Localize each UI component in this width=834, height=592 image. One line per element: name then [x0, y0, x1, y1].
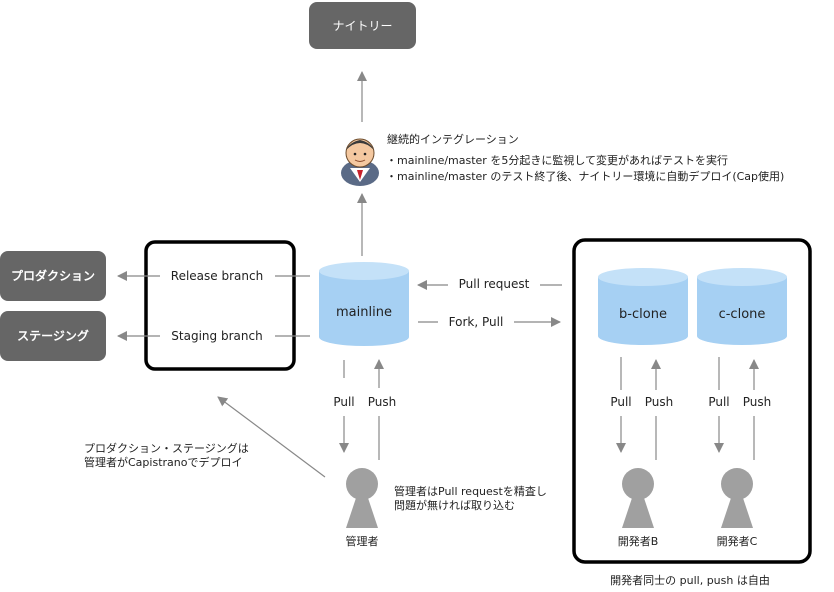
staging-node: ステージング: [0, 311, 106, 361]
staging-label: ステージング: [17, 328, 89, 343]
ci-line-1: ・mainline/master を5分起きに監視して変更があればテストを実行: [386, 153, 728, 167]
ci-line-2: ・mainline/master のテスト終了後、ナイトリー環境に自動デプロイ(…: [386, 169, 784, 183]
release-branch-label: Release branch: [171, 269, 263, 283]
pull-request-label: Pull request: [459, 277, 530, 291]
review-note-line-2: 問題が無ければ取り込む: [394, 498, 515, 512]
developer-container: [572, 238, 812, 564]
footer-note: 開発者同士の pull, push は自由: [610, 573, 770, 587]
person-icon: [346, 468, 378, 528]
deploy-note-line-1: プロダクション・ステージングは: [84, 441, 249, 455]
person-icon: [622, 468, 654, 528]
nightly-node: ナイトリー: [309, 2, 416, 49]
devc-pull-label: Pull: [708, 395, 729, 409]
person-icon: [721, 468, 753, 528]
admin-label: 管理者: [346, 534, 379, 548]
arrow-admin-deploy: [217, 396, 326, 478]
admin-pull-label: Pull: [333, 395, 354, 409]
staging-branch-label: Staging branch: [171, 329, 262, 343]
dev-b-label: 開発者B: [618, 534, 659, 548]
devb-push-label: Push: [645, 395, 674, 409]
dev-c-label: 開発者C: [717, 534, 758, 548]
mainline-cylinder: mainline: [319, 262, 409, 346]
ci-title: 継続的インテグレーション: [387, 132, 519, 146]
review-note-line-1: 管理者はPull requestを精査し: [394, 484, 547, 498]
nightly-label: ナイトリー: [332, 19, 392, 33]
production-node: プロダクション: [0, 251, 106, 301]
branch-container: [144, 240, 296, 371]
admin-push-label: Push: [368, 395, 397, 409]
mainline-label: mainline: [336, 305, 392, 320]
b-clone-label: b-clone: [619, 307, 667, 322]
devb-pull-label: Pull: [610, 395, 631, 409]
c-clone-label: c-clone: [719, 307, 766, 322]
deploy-note-line-2: 管理者がCapistranoでデプロイ: [84, 455, 242, 469]
butler-icon: [341, 138, 379, 186]
production-label: プロダクション: [11, 268, 95, 283]
b-clone-cylinder: b-clone: [598, 268, 688, 345]
devc-push-label: Push: [743, 395, 772, 409]
fork-pull-label: Fork, Pull: [449, 315, 504, 329]
c-clone-cylinder: c-clone: [697, 268, 787, 345]
